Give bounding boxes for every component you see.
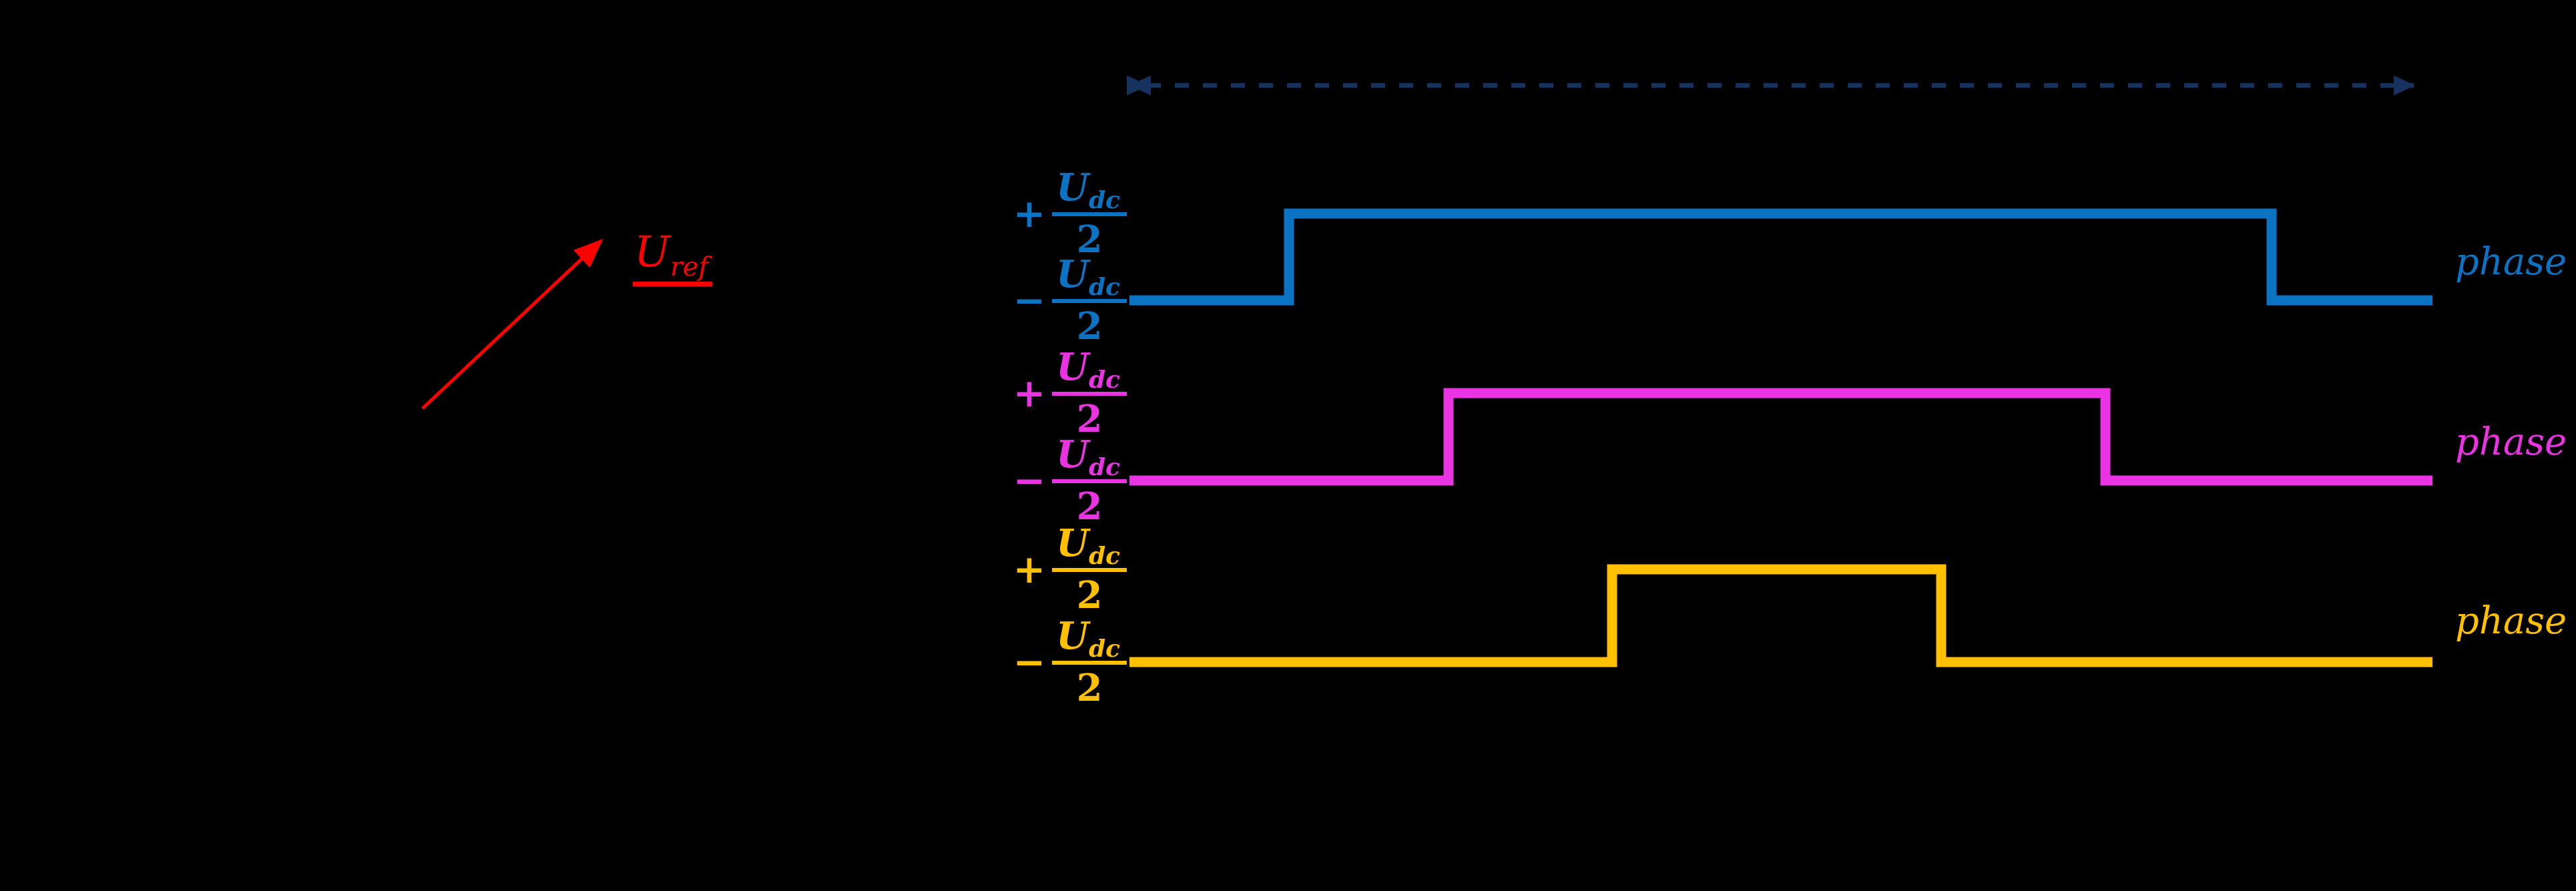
minus-sign: − [1013,278,1046,323]
uref-main: U [634,228,670,277]
phase1-waveform [1129,208,2432,306]
plus-sign: + [1013,191,1046,236]
udc-over-2-fraction: Udc 2 [1052,525,1127,614]
udc-over-2-fraction: Udc 2 [1052,348,1127,438]
reference-vector-label: Uref [633,228,713,286]
phase2-low-level-label: − Udc 2 [1013,436,1127,525]
phase1-low-level-label: − Udc 2 [1013,256,1127,345]
minus-sign: − [1013,639,1046,685]
phase2-waveform [1129,388,2432,486]
period-arrowhead-left [1129,75,1151,95]
minus-sign: − [1013,458,1046,503]
phase1-high-level-label: + Udc 2 [1013,169,1127,258]
reference-vector-arrow [421,238,603,410]
uref-subscript: ref [670,251,709,282]
udc-over-2-fraction: Udc 2 [1052,256,1127,345]
udc-over-2-fraction: Udc 2 [1052,169,1127,258]
phase1-label: phase 1 [2455,240,2576,284]
phase3-low-level-label: − Udc 2 [1013,617,1127,707]
phase2-label: phase 2 [2455,420,2576,464]
phase3-label: phase 3 [2455,599,2576,643]
udc-over-2-fraction: Udc 2 [1052,617,1127,707]
plus-sign: + [1013,547,1046,592]
udc-over-2-fraction: Udc 2 [1052,436,1127,525]
plus-sign: + [1013,370,1046,416]
phase2-high-level-label: + Udc 2 [1013,348,1127,438]
phase3-high-level-label: + Udc 2 [1013,525,1127,614]
phase3-waveform [1129,564,2432,667]
